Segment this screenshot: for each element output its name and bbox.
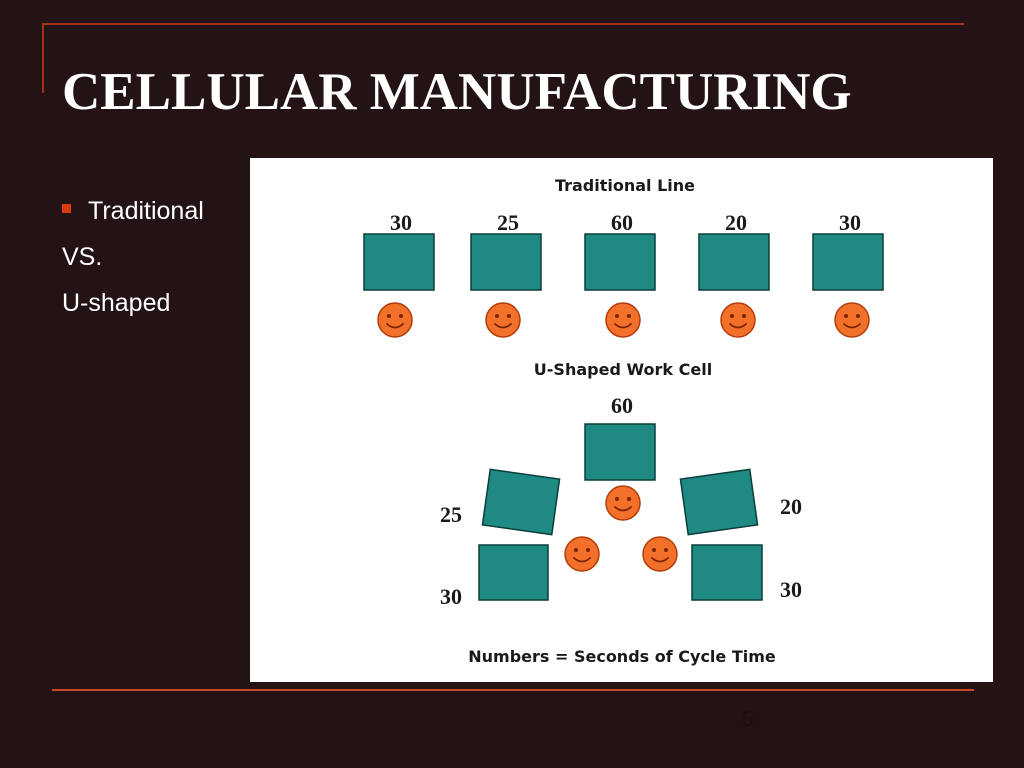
page-number: 5 [742, 708, 754, 731]
layout-comparison-diagram: Traditional Line 30 25 60 20 30 U-Shaped… [250, 158, 993, 682]
cycle-time-legend: Numbers = Seconds of Cycle Time [468, 647, 776, 666]
u-workstation-lower-right [691, 544, 763, 601]
diagram-canvas: Traditional Line 30 25 60 20 30 U-Shaped… [363, 176, 884, 666]
u-cycle-time-upper-right: 20 [780, 494, 802, 519]
traditional-line-caption: Traditional Line [555, 176, 695, 195]
traditional-worker-icon-4 [720, 302, 756, 338]
traditional-cycle-time-1: 30 [390, 210, 412, 235]
bullet-list: Traditional VS. U-shaped [62, 188, 204, 326]
u-cycle-time-upper-left: 25 [440, 502, 462, 527]
traditional-cycle-time-2: 25 [497, 210, 519, 235]
u-cycle-time-lower-right: 30 [780, 577, 802, 602]
traditional-workstation-4 [698, 233, 770, 291]
u-workstation-upper-right [679, 468, 759, 536]
traditional-cycle-time-4: 20 [725, 210, 747, 235]
traditional-worker-icon-5 [834, 302, 870, 338]
slide-title: CELLULAR MANUFACTURING [62, 63, 852, 121]
u-cycle-time-top: 60 [611, 393, 633, 418]
top-left-rule [42, 23, 44, 93]
traditional-cycle-time-5: 30 [839, 210, 861, 235]
u-worker-icon-right [642, 536, 678, 572]
bottom-rule [52, 689, 974, 691]
traditional-worker-icon-3 [605, 302, 641, 338]
traditional-workstation-2 [470, 233, 542, 291]
u-shaped-cell-caption: U-Shaped Work Cell [534, 360, 712, 379]
traditional-workstation-3 [584, 233, 656, 291]
traditional-cycle-time-3: 60 [611, 210, 633, 235]
square-bullet-icon [62, 204, 71, 213]
traditional-worker-icon-1 [377, 302, 413, 338]
u-cycle-time-lower-left: 30 [440, 584, 462, 609]
top-rule [42, 23, 964, 25]
text-line-vs: VS. [62, 243, 103, 271]
text-line-u-shaped: U-shaped [62, 289, 171, 317]
u-worker-icon-left [564, 536, 600, 572]
traditional-workstation-5 [812, 233, 884, 291]
traditional-worker-icon-2 [485, 302, 521, 338]
bullet-text-traditional: Traditional [88, 197, 204, 225]
traditional-workstation-1 [363, 233, 435, 291]
u-worker-icon-top [605, 485, 641, 521]
u-workstation-lower-left [478, 544, 549, 601]
u-workstation-upper-left [481, 468, 561, 536]
u-workstation-top [584, 423, 656, 481]
bullet-item-traditional: Traditional [62, 188, 204, 234]
